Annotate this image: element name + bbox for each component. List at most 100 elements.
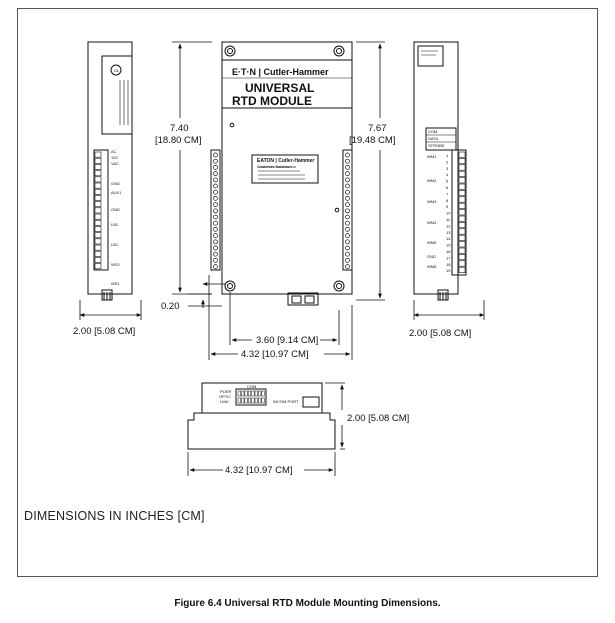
right-width-dimension <box>413 300 485 320</box>
front-title-line1: UNIVERSAL <box>245 81 314 95</box>
front-left-terminal-screw <box>213 158 218 164</box>
right-terminal-number: 2 <box>446 159 449 164</box>
right-terminal-cell <box>458 190 466 197</box>
hole-offset-dimension <box>188 282 226 308</box>
right-terminal-number: 10 <box>446 211 451 216</box>
front-right-terminal-screw <box>345 264 350 269</box>
right-terminal-cell <box>458 266 466 273</box>
bottom-width-label: 4.32 [10.97 CM] <box>225 465 293 476</box>
right-terminal-number: 7 <box>446 191 449 196</box>
front-left-terminal-screw <box>213 214 218 220</box>
left-terminal-cell <box>94 207 102 214</box>
front-bottom-connector <box>287 292 319 306</box>
right-terminal-number: 3 <box>446 166 449 171</box>
right-terminal-cell <box>458 151 466 158</box>
front-right-terminal-screw <box>345 239 350 245</box>
height-right-dimension <box>356 41 385 301</box>
bottom-view <box>187 382 336 450</box>
front-left-terminal-screw <box>213 183 218 189</box>
left-side-label: LB1 <box>111 242 119 247</box>
front-right-terminal-screw <box>345 165 350 170</box>
right-terminal-number: 19 <box>446 268 451 273</box>
left-terminal-cell <box>94 151 102 158</box>
right-terminal-cell <box>458 260 466 267</box>
right-terminal-number: 8 <box>446 198 449 203</box>
left-terminal-cell <box>94 232 102 239</box>
front-left-terminal-screw <box>213 171 218 176</box>
left-terminal-cell <box>94 257 102 263</box>
front-right-terminal-screw <box>345 177 350 183</box>
front-info-label <box>251 154 319 184</box>
front-left-terminal-screw <box>213 264 218 269</box>
dip-switch-cell <box>247 390 252 397</box>
ul-logo-icon <box>110 64 122 76</box>
right-data-label: DATA <box>428 136 438 141</box>
front-right-terminal-screw <box>345 258 350 263</box>
front-left-terminal-screw <box>213 189 218 195</box>
mounting-hole-bottom-left <box>224 280 236 292</box>
right-side-label: WM6 <box>427 264 437 269</box>
front-left-terminal-screw <box>213 227 218 232</box>
bottom-width-dimension <box>187 452 336 476</box>
front-label-line2: Customer Satisfaction <box>257 164 296 169</box>
left-terminal-cell <box>94 213 102 220</box>
right-terminal-cell <box>458 158 466 165</box>
front-right-terminal-screw <box>345 171 350 176</box>
right-terminal-number: 11 <box>446 217 451 222</box>
right-terminal-cell <box>458 170 466 177</box>
right-terminal-number: 5 <box>446 179 449 184</box>
front-title-line2: RTD MODULE <box>232 94 312 108</box>
left-terminal-cell <box>94 164 102 170</box>
dip-switch-cell <box>241 397 245 404</box>
left-side-label: VAC <box>111 161 119 166</box>
left-side-label: GND <box>111 207 120 212</box>
height-left-value: 7.40 <box>170 123 189 134</box>
right-terminal-cell <box>458 209 466 216</box>
right-terminal-block <box>451 149 467 276</box>
left-terminal-cell <box>94 170 102 177</box>
left-terminal-cell <box>94 195 102 201</box>
hole-offset-label: 0.20 <box>161 301 180 312</box>
front-right-terminal-screw <box>345 183 350 189</box>
right-terminal-cell <box>458 222 466 229</box>
dip-switch-cell <box>261 390 265 397</box>
right-side-label: WM3 <box>427 199 437 204</box>
right-terminal-number: 9 <box>446 204 449 209</box>
left-terminal-cell <box>94 238 102 245</box>
front-left-terminal-screw <box>213 239 218 245</box>
svg-text:UL: UL <box>114 68 120 73</box>
front-screw-icon <box>334 207 340 213</box>
bottom-label-poer: POER <box>220 389 231 394</box>
front-left-terminal-screw <box>213 245 218 251</box>
height-right-value: 7.67 <box>368 123 387 134</box>
front-right-terminal-screw <box>345 196 350 201</box>
front-right-terminal-screw <box>345 227 350 232</box>
right-terminal-number: 17 <box>446 255 451 260</box>
left-width-label: 2.00 [5.08 CM] <box>73 326 135 337</box>
right-side-label-plate <box>417 45 444 67</box>
front-left-terminal-screw <box>213 208 218 214</box>
front-left-terminal-strip <box>210 149 221 271</box>
right-terminal-number: 6 <box>446 185 449 190</box>
left-terminal-cell <box>94 226 102 232</box>
right-terminal-number: 13 <box>446 230 451 235</box>
right-terminal-cell <box>458 164 466 171</box>
front-left-terminal-screw <box>213 152 218 158</box>
bottom-port-label: INCOM PORT <box>273 399 299 404</box>
height-left-dimension <box>172 41 212 295</box>
bottom-dip-cells <box>237 390 265 404</box>
right-terminal-cell <box>458 177 466 184</box>
front-right-terminal-screw <box>345 152 350 158</box>
left-side-label: 120 <box>111 155 118 160</box>
right-terminal-cell <box>458 196 466 203</box>
bottom-dip-switch <box>235 388 267 406</box>
dip-switch-cell <box>261 397 265 404</box>
front-left-terminal-screw <box>213 258 218 263</box>
right-terminal-cell <box>458 254 466 261</box>
left-terminal-cell <box>94 250 102 257</box>
bottom-depth-dimension <box>325 382 345 450</box>
dip-switch-cell <box>251 390 255 397</box>
front-right-terminal-screw <box>345 251 350 257</box>
bottom-base <box>187 412 336 450</box>
right-terminal-cell <box>458 234 466 241</box>
